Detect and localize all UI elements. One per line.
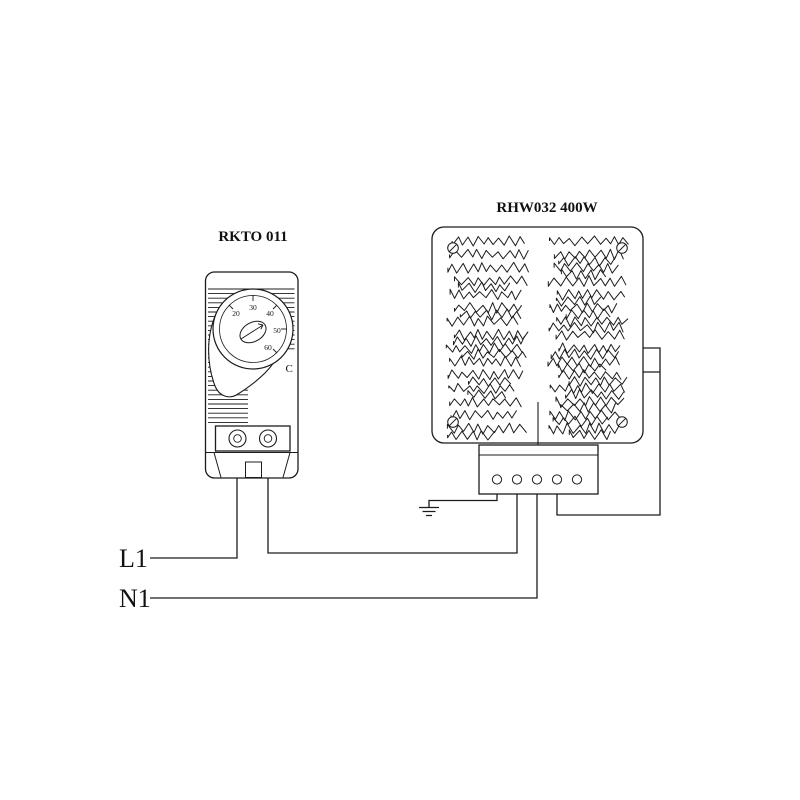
base-clip [245, 461, 262, 478]
wire-phase [267, 478, 518, 554]
wire-neutral [150, 494, 538, 599]
wire-loop [556, 347, 661, 516]
thermostat-terminal-strip [214, 425, 291, 452]
thermostat-label: RKTO 011 [218, 229, 287, 245]
n1-label: N1 [119, 584, 151, 613]
dial-number: 30 [249, 303, 257, 312]
l1-label: L1 [119, 544, 148, 573]
ground-symbol-icon [419, 506, 439, 517]
heater-terminal-block [478, 444, 599, 495]
mounting-holes [447, 242, 628, 428]
terminal [531, 474, 543, 485]
terminal [571, 474, 583, 485]
thermostat-base [206, 452, 298, 478]
terminal [511, 474, 523, 485]
terminal [491, 474, 503, 485]
screw-terminal [228, 429, 247, 448]
thermostat-dial: 20 30 40 50 60 [212, 288, 294, 370]
ground-wire [428, 494, 498, 507]
dial-knob [239, 320, 267, 344]
heater-label: RHW032 400W [496, 200, 597, 216]
thermostat-device: 20 30 40 50 60 C [204, 271, 299, 479]
screw-terminal-center [263, 434, 273, 443]
dial-number: 50 [273, 326, 281, 335]
terminal [551, 474, 563, 485]
heater-device [431, 226, 644, 495]
dial-number: 60 [264, 343, 272, 352]
screw-terminal [258, 429, 278, 448]
wiring [150, 347, 661, 599]
dial-number: 40 [266, 309, 274, 318]
heater-fin-column-left [445, 235, 530, 441]
terminal-strip [214, 425, 291, 452]
screw-terminal-center [233, 434, 242, 443]
heater-fin-column-right [547, 235, 629, 441]
wire-l1 [150, 478, 238, 559]
dial-number: 20 [232, 309, 240, 318]
temp-unit-label: C [286, 363, 293, 375]
dial-ticks [228, 295, 287, 354]
terminal-block-body [478, 444, 599, 495]
dial-knob-slot [240, 323, 264, 340]
